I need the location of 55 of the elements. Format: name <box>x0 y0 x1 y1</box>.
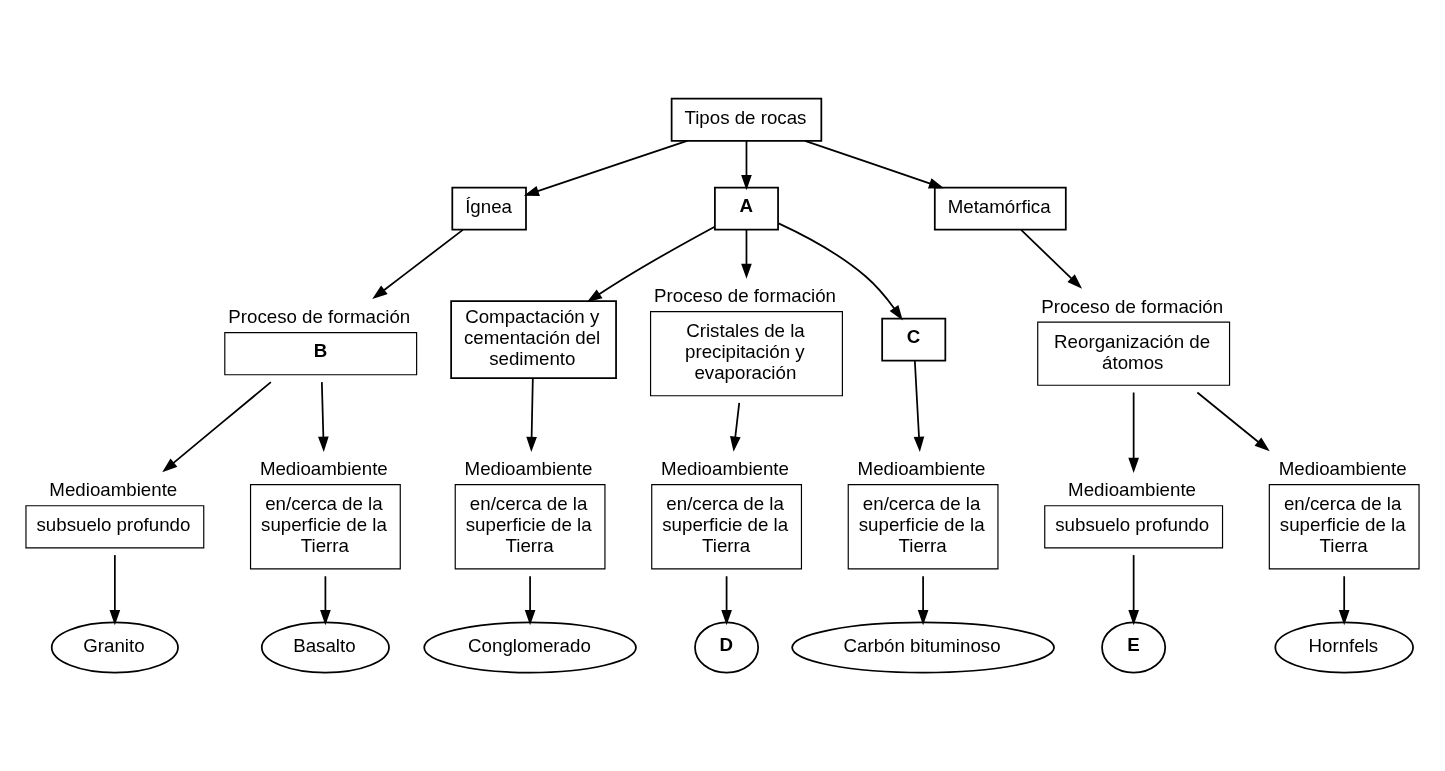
node-box: subsuelo profundo <box>1044 505 1224 549</box>
arrow <box>1020 229 1083 289</box>
node-box: Reorganización de átomos <box>1037 321 1231 386</box>
arrow <box>913 359 925 452</box>
arrow <box>162 381 272 473</box>
node-box: Tipos de rocas <box>670 97 823 142</box>
node-label: Medioambiente <box>661 458 789 480</box>
node-box: B <box>224 332 418 376</box>
node-label: Proceso de formación <box>1041 295 1224 317</box>
node-box: subsuelo profundo <box>25 505 205 549</box>
arrow <box>320 575 331 626</box>
arrow <box>586 225 716 303</box>
arrow <box>721 575 732 626</box>
node-box: C <box>881 317 947 362</box>
arrow <box>741 140 752 191</box>
node-label: Proceso de formación <box>228 306 411 328</box>
node-label: Medioambiente <box>857 458 986 480</box>
arrow <box>1196 391 1270 452</box>
arrow <box>523 140 688 196</box>
node-ellipse: Conglomerado <box>423 621 637 674</box>
arrow <box>730 402 741 452</box>
node-ellipse: D <box>694 621 760 674</box>
arrow <box>804 140 945 189</box>
node-box: Cristales de la precipitación y evaporación <box>650 310 843 397</box>
node-box: Compactación y cementación del sedimento <box>450 300 617 380</box>
node-ellipse: Carbón bituminoso <box>791 621 1055 674</box>
node-label: Medioambiente <box>1068 479 1197 501</box>
node-box: Metamórfica <box>933 186 1067 231</box>
node-box: A <box>714 186 779 231</box>
node-ellipse: Hornfels <box>1274 621 1414 674</box>
node-label: Medioambiente <box>49 479 178 501</box>
node-box: en/cerca de la superficie de la Tierra <box>454 484 606 570</box>
node-label: Medioambiente <box>1278 458 1407 480</box>
node-label: Proceso de formación <box>654 284 837 306</box>
node-label: Medioambiente <box>464 458 593 480</box>
arrow <box>1128 554 1139 626</box>
arrow <box>318 381 329 452</box>
arrow <box>524 575 536 626</box>
node-ellipse: Basalto <box>260 621 390 674</box>
arrow <box>777 222 903 321</box>
node-ellipse: Granito <box>50 621 179 674</box>
node-ellipse: E <box>1101 621 1167 674</box>
arrow <box>741 229 752 279</box>
node-box: en/cerca de la superficie de la Tierra <box>249 484 401 570</box>
node-box: Ígnea <box>451 186 527 231</box>
node-box: en/cerca de la superficie de la Tierra <box>847 484 999 570</box>
arrow <box>526 377 537 452</box>
node-box: en/cerca de la superficie de la Tierra <box>1268 484 1420 570</box>
arrow <box>109 554 121 626</box>
arrow <box>1338 575 1350 626</box>
arrow <box>372 229 464 300</box>
node-box: en/cerca de la superficie de la Tierra <box>651 484 803 570</box>
arrow <box>917 575 929 626</box>
arrow <box>1128 391 1139 473</box>
node-label: Medioambiente <box>259 458 388 480</box>
